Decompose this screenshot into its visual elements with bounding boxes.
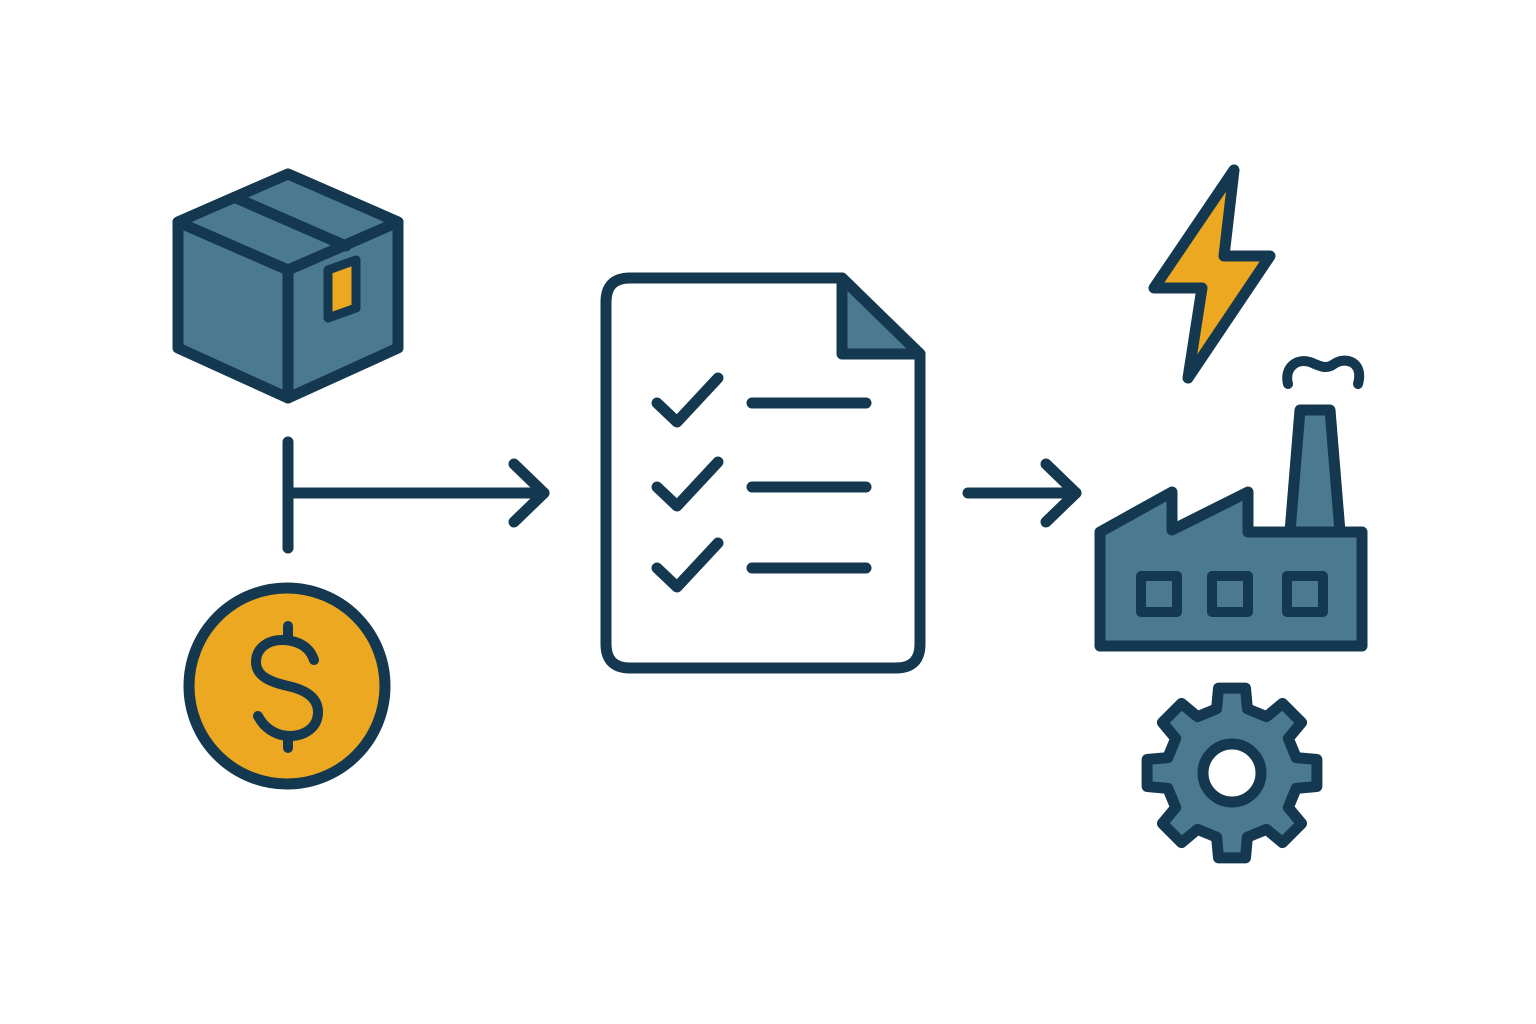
merge-arrow — [282, 436, 550, 554]
dollar-coin-icon — [183, 582, 391, 790]
smoke — [1282, 355, 1365, 389]
checklist-item — [651, 372, 872, 428]
checklist-item — [651, 456, 872, 512]
factory-icon — [1094, 355, 1368, 652]
gear-icon — [1141, 682, 1323, 864]
lightning-bolt-icon — [1148, 164, 1276, 384]
gear-hub — [1197, 738, 1267, 808]
checklist-document-icon — [600, 272, 926, 674]
arrow-to-factory — [962, 458, 1082, 528]
package-box-icon — [172, 168, 404, 404]
checklist-item — [651, 537, 872, 593]
